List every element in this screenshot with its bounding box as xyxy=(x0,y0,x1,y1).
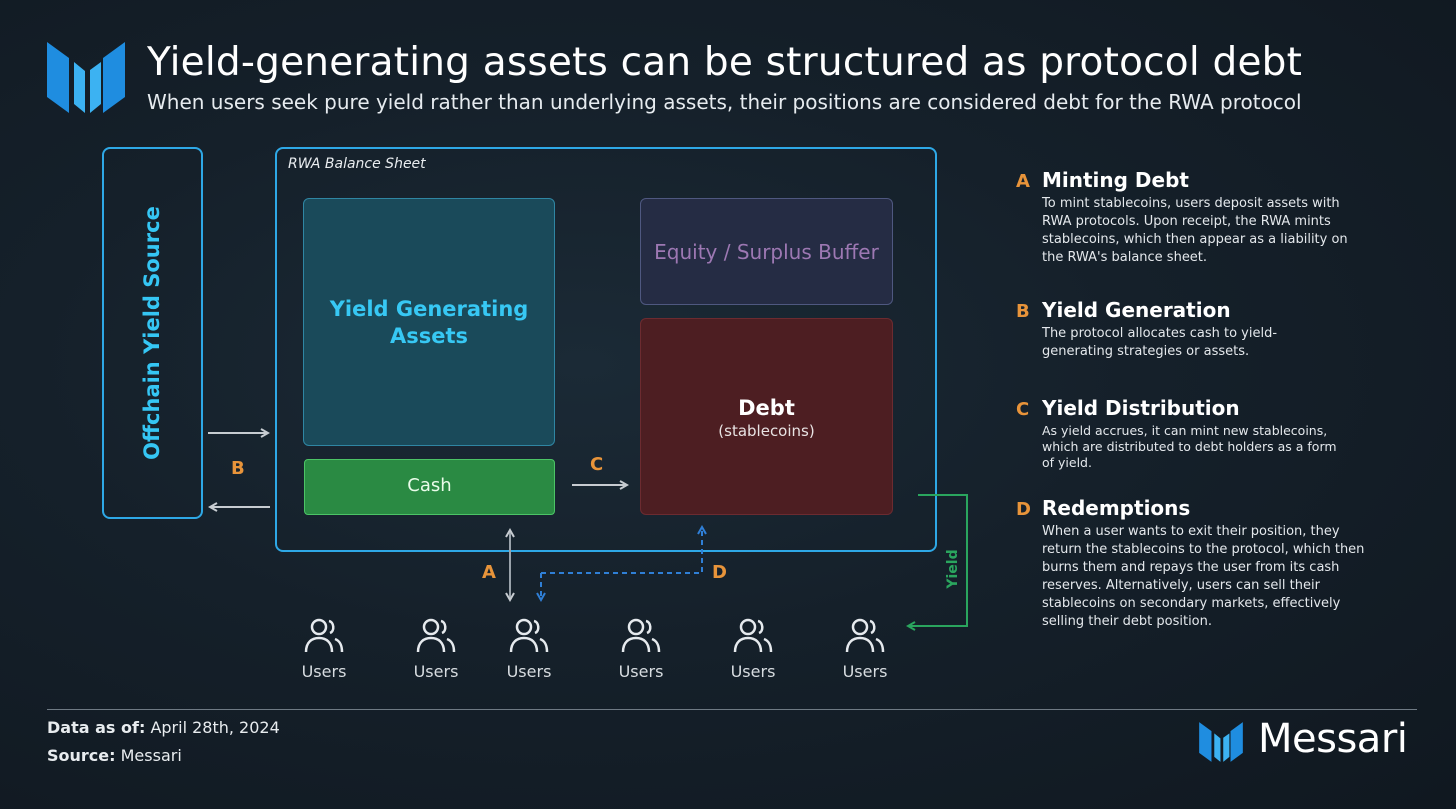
debt-box xyxy=(640,318,893,515)
users-icon xyxy=(845,618,885,653)
users-label: Users xyxy=(301,662,347,681)
letter-b-diagram: B xyxy=(231,458,245,479)
users-label: Users xyxy=(842,662,888,681)
user-group: Users xyxy=(494,616,564,681)
data-as-of: Data as of: April 28th, 2024 xyxy=(47,718,280,737)
offchain-yield-source-box xyxy=(102,147,203,519)
debt-sublabel: (stablecoins) xyxy=(718,422,815,440)
data-as-of-value: April 28th, 2024 xyxy=(150,718,280,737)
step-description: To mint stablecoins, users deposit asset… xyxy=(1042,196,1348,265)
step-letter: C xyxy=(1016,399,1030,420)
arrow-yield-to-users xyxy=(908,494,968,626)
rwa-balance-sheet-label: RWA Balance Sheet xyxy=(288,156,426,172)
user-group: Users xyxy=(606,616,676,681)
step-description: As yield accrues, it can mint new stable… xyxy=(1042,423,1337,470)
users-icon xyxy=(416,618,456,653)
letter-a-diagram: A xyxy=(482,562,496,583)
footer-divider xyxy=(47,709,1417,710)
step-letter: A xyxy=(1016,171,1030,192)
step-letter: B xyxy=(1016,301,1030,322)
page-title: Yield-generating assets can be structure… xyxy=(147,40,1303,85)
source-value: Messari xyxy=(120,746,182,765)
yield-generating-assets-box xyxy=(303,198,555,446)
step-minting-debt: A Minting Debt To mint stablecoins, users… xyxy=(1016,168,1376,267)
messari-brand-icon xyxy=(1199,722,1243,762)
users-label: Users xyxy=(730,662,776,681)
debt-label: Debt xyxy=(738,396,795,420)
letter-d-diagram: D xyxy=(712,562,727,583)
data-as-of-label: Data as of: xyxy=(47,718,146,737)
step-heading: Redemptions xyxy=(1042,496,1191,520)
users-icon xyxy=(621,618,661,653)
source-label: Source: xyxy=(47,746,116,765)
user-group: Users xyxy=(289,616,359,681)
step-heading: Minting Debt xyxy=(1042,168,1189,192)
step-letter: D xyxy=(1016,499,1031,520)
yield-label: Yield xyxy=(945,549,961,589)
step-redemptions: D Redemptions When a user wants to exit t… xyxy=(1016,496,1376,631)
messari-brand-text: Messari xyxy=(1258,716,1408,762)
user-group: Users xyxy=(401,616,471,681)
user-group: Users xyxy=(830,616,900,681)
step-yield-distribution: C Yield Distribution As yield accrues, it… xyxy=(1016,396,1376,471)
page-subtitle: When users seek pure yield rather than u… xyxy=(147,90,1302,114)
step-yield-generation: B Yield Generation The protocol allocates… xyxy=(1016,298,1376,361)
yield-generating-assets-label: Yield Generating Assets xyxy=(303,296,555,350)
messari-logo-icon xyxy=(47,42,125,113)
users-label: Users xyxy=(618,662,664,681)
letter-c-diagram: C xyxy=(590,454,604,475)
users-icon xyxy=(509,618,549,653)
step-heading: Yield Generation xyxy=(1042,298,1231,322)
rwa-balance-sheet-box xyxy=(275,147,937,552)
cash-label: Cash xyxy=(407,475,452,496)
user-group: Users xyxy=(718,616,788,681)
equity-surplus-buffer-label: Equity / Surplus Buffer xyxy=(654,240,879,264)
step-description: When a user wants to exit their position… xyxy=(1042,524,1365,629)
step-heading: Yield Distribution xyxy=(1042,396,1240,420)
users-icon xyxy=(304,618,344,653)
users-icon xyxy=(733,618,773,653)
users-label: Users xyxy=(506,662,552,681)
source: Source: Messari xyxy=(47,746,182,765)
step-description: The protocol allocates cash to yield-gen… xyxy=(1042,326,1278,359)
users-label: Users xyxy=(413,662,459,681)
yield-generating-assets-text: Yield Generating Assets xyxy=(329,297,529,348)
cash-box xyxy=(304,459,555,515)
arrow-redemption-dashed-up xyxy=(541,527,702,574)
equity-surplus-buffer-box xyxy=(640,198,893,305)
